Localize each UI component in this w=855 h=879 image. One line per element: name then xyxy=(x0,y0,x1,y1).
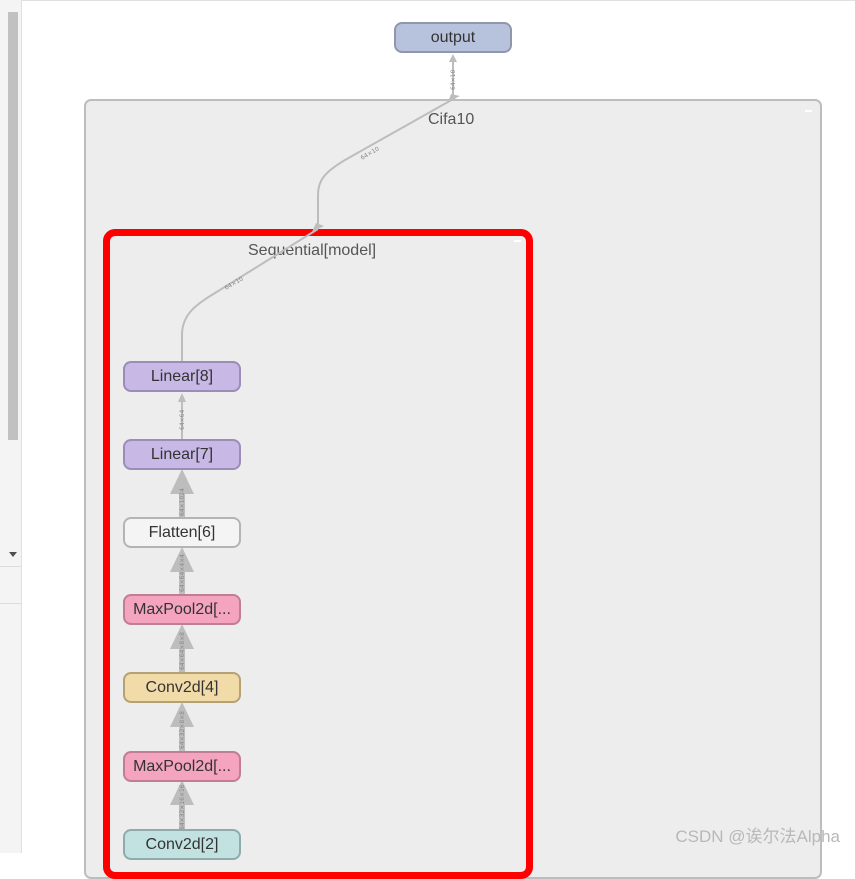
edge-shape-label: 64×64×4×4 xyxy=(179,554,186,592)
edge-model-to-cifa xyxy=(317,97,456,229)
edge-shape-label: 64×1024 xyxy=(179,488,186,516)
arrowhead-icon xyxy=(312,223,324,232)
edge-shape-label: 64×10 xyxy=(224,275,245,291)
edges-layer: 64×10 64×10 64×10 64×64 64×1024 64×64×4×… xyxy=(170,54,460,830)
node-label: Flatten[6] xyxy=(148,524,216,541)
node-label: Conv2d[4] xyxy=(145,679,219,696)
arrowhead-icon xyxy=(178,393,186,402)
node-output[interactable]: output xyxy=(394,22,512,53)
node-conv2d-4[interactable]: Conv2d[4] xyxy=(123,672,241,703)
edge-shape-label: 64×64 xyxy=(179,410,186,430)
node-label: Linear[7] xyxy=(150,446,214,463)
edge-shape-label: 64×10 xyxy=(360,145,381,161)
divider xyxy=(0,603,21,604)
edge-linear8-to-model xyxy=(181,228,319,361)
node-label: Linear[8] xyxy=(150,368,214,385)
node-linear-7[interactable]: Linear[7] xyxy=(123,439,241,470)
vertical-scrollbar[interactable] xyxy=(8,12,18,440)
arrowhead-icon xyxy=(449,54,457,62)
node-label: MaxPool2d[... xyxy=(133,601,231,618)
watermark: CSDN @诶尔法Alpha xyxy=(675,827,840,846)
divider xyxy=(0,566,21,567)
edge-shape-label: 64×32×8×8 xyxy=(179,711,186,749)
edge-shape-label: 64×10 xyxy=(450,70,457,90)
node-maxpool2d-5[interactable]: MaxPool2d[... xyxy=(123,594,241,625)
arrowhead-icon xyxy=(170,547,194,572)
node-flatten-6[interactable]: Flatten[6] xyxy=(123,517,241,548)
arrowhead-icon xyxy=(170,624,194,649)
node-conv2d-2[interactable]: Conv2d[2] xyxy=(123,829,241,860)
cluster-cifa10-title: Cifa10 xyxy=(428,111,475,128)
top-border xyxy=(21,0,855,1)
node-linear-8[interactable]: Linear[8] xyxy=(123,361,241,392)
cluster-sequential-title: Sequential[model] xyxy=(248,242,377,259)
collapse-icon[interactable] xyxy=(514,240,521,242)
node-output-label: output xyxy=(430,29,476,46)
left-panel-gutter xyxy=(0,0,22,853)
node-label: MaxPool2d[... xyxy=(133,758,231,775)
arrowhead-icon xyxy=(170,702,194,727)
arrowhead-icon xyxy=(170,780,194,805)
node-label: Conv2d[2] xyxy=(145,836,219,853)
edge-shape-label: 64×32×16×16 xyxy=(179,784,186,830)
arrowhead-icon xyxy=(448,94,460,102)
edge-shape-label: 64×64×8×8 xyxy=(179,632,186,670)
collapse-icon[interactable] xyxy=(805,110,812,112)
node-maxpool2d-3[interactable]: MaxPool2d[... xyxy=(123,751,241,782)
scroll-down-icon[interactable] xyxy=(9,552,17,557)
arrowhead-icon xyxy=(170,469,194,494)
